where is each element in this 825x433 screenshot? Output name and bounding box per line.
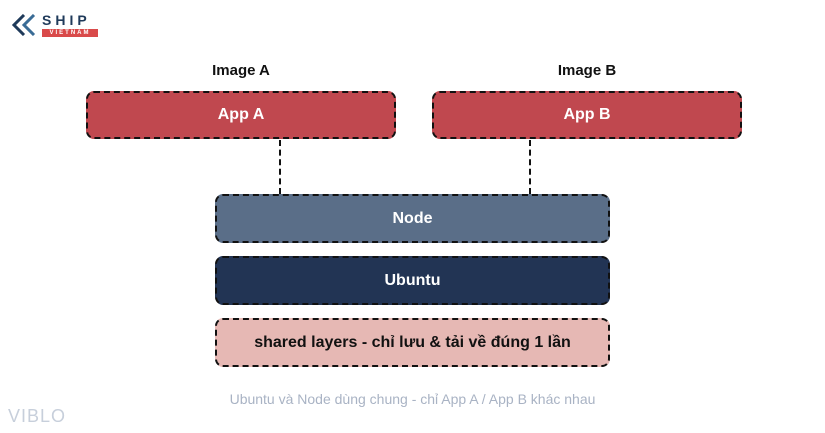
- node-label: Node: [392, 209, 433, 227]
- logo-sub-text: VIETNAM: [42, 29, 98, 37]
- node-layer: Node: [215, 194, 610, 243]
- shared-layers-box: shared layers - chỉ lưu & tải về đúng 1 …: [215, 318, 610, 367]
- viblo-watermark: VIBLO: [8, 406, 67, 426]
- connector-line-b: [529, 140, 531, 194]
- ubuntu-label: Ubuntu: [384, 271, 441, 289]
- shared-layers-label: shared layers - chỉ lưu & tải về đúng 1 …: [254, 333, 571, 351]
- app-a-layer: App A: [86, 91, 396, 139]
- logo-chevron-icon: [12, 14, 36, 36]
- image-a-title: Image A: [212, 62, 270, 79]
- app-b-layer: App B: [432, 91, 742, 139]
- ship-vietnam-logo: SHIP VIETNAM: [12, 12, 102, 38]
- ubuntu-layer: Ubuntu: [215, 256, 610, 305]
- app-a-label: App A: [217, 106, 265, 123]
- logo-brand-text: SHIP: [42, 12, 91, 28]
- image-b-title: Image B: [557, 62, 617, 79]
- app-b-label: App B: [563, 106, 611, 123]
- connector-line-a: [279, 140, 281, 194]
- diagram-caption: Ubuntu và Node dùng chung - chỉ App A / …: [229, 391, 596, 407]
